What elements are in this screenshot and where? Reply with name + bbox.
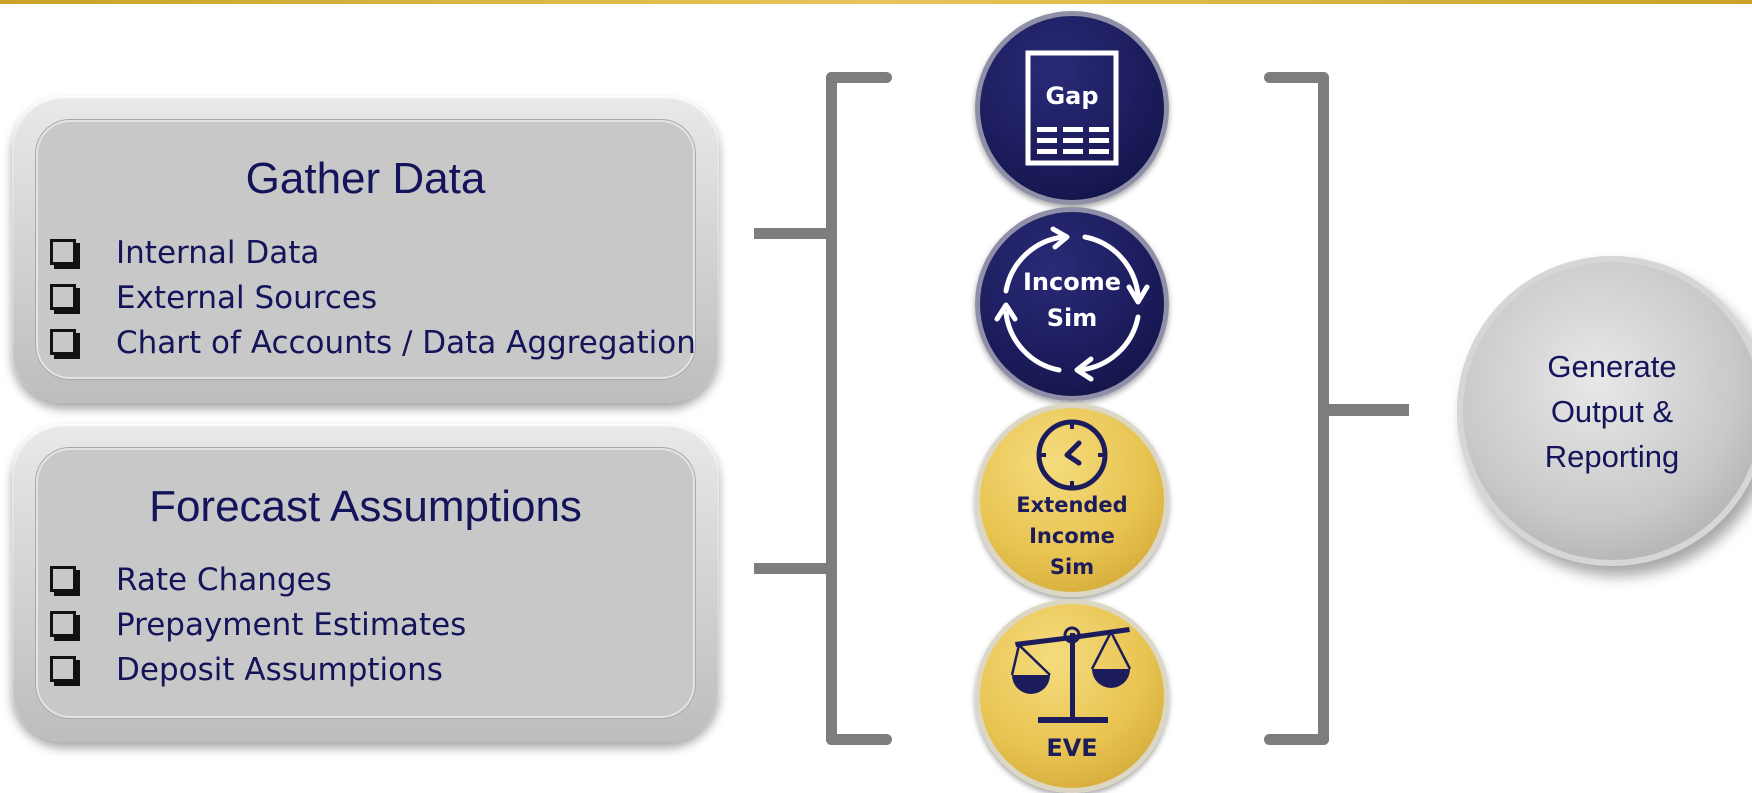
checkbox-icon: [50, 610, 76, 637]
gap-label: Gap: [1045, 82, 1099, 110]
forecast-assumptions-title: Forecast Assumptions: [149, 482, 582, 531]
checkbox-icon: [50, 283, 76, 310]
forecast-assumptions-list: Rate Changes Prepayment Estimates Deposi…: [50, 558, 466, 693]
list-item-label: External Sources: [116, 280, 378, 316]
list-item-label: Chart of Accounts / Data Aggregation: [116, 325, 696, 361]
list-item: Chart of Accounts / Data Aggregation: [50, 321, 696, 366]
top-accent-bar: [0, 0, 1752, 4]
forecast-connector: [754, 563, 829, 574]
output-label-line: Reporting: [1544, 439, 1680, 474]
eve-label: EVE: [1046, 734, 1098, 762]
generate-output-label: Generate Output & Reporting: [1457, 344, 1752, 479]
output-label-line: Generate: [1547, 349, 1677, 384]
checkbox-icon: [50, 328, 76, 355]
gap-circle: Gap: [975, 11, 1169, 205]
left-bracket-top: [826, 72, 892, 83]
right-bracket-spine: [1318, 72, 1329, 745]
checkbox-icon: [50, 565, 76, 592]
list-item-label: Deposit Assumptions: [116, 652, 443, 688]
extended-label-line: Income: [1029, 524, 1115, 548]
extended-income-sim-circle: Extended Income Sim: [975, 403, 1169, 597]
gather-connector: [754, 228, 829, 239]
list-item: Internal Data: [50, 231, 696, 276]
right-bracket-top: [1264, 72, 1329, 83]
list-item-label: Prepayment Estimates: [116, 607, 467, 643]
extended-label-line: Sim: [1049, 555, 1095, 579]
list-item: Prepayment Estimates: [50, 603, 466, 648]
output-connector: [1329, 404, 1409, 416]
list-item: Rate Changes: [50, 558, 466, 603]
extended-label-line: Extended: [1016, 493, 1128, 517]
gather-data-list: Internal Data External Sources Chart of …: [50, 231, 696, 366]
cycle-arrows-icon: [994, 226, 1150, 382]
gather-data-title: Gather Data: [245, 154, 486, 203]
income-sim-label-line: Income: [1022, 268, 1121, 296]
clock-icon: [1036, 419, 1108, 491]
forecast-assumptions-panel-inner: [36, 448, 695, 718]
right-bracket-bottom: [1264, 734, 1329, 745]
income-sim-label-line: Sim: [1046, 304, 1098, 332]
income-sim-circle: Income Sim: [975, 207, 1169, 401]
balance-scale-icon: [1010, 626, 1132, 723]
generate-output-circle: Generate Output & Reporting: [1457, 256, 1752, 566]
gather-data-panel-inner: [36, 120, 695, 379]
gather-data-panel: Gather Data Internal Data External Sourc…: [12, 96, 719, 403]
list-item-label: Rate Changes: [116, 562, 332, 598]
checkbox-icon: [50, 655, 76, 682]
left-bracket-spine: [826, 72, 837, 745]
extended-income-sim-label: Extended Income Sim: [980, 490, 1164, 583]
left-bracket-bottom: [826, 734, 892, 745]
forecast-assumptions-panel: Forecast Assumptions Rate Changes Prepay…: [12, 424, 719, 742]
eve-circle: EVE: [975, 599, 1169, 793]
output-label-line: Output &: [1550, 394, 1674, 429]
list-item-label: Internal Data: [116, 235, 320, 271]
income-sim-label: Income Sim: [980, 264, 1164, 336]
checkbox-icon: [50, 238, 76, 265]
list-item: External Sources: [50, 276, 696, 321]
gap-report-icon: [1025, 50, 1119, 166]
list-item: Deposit Assumptions: [50, 648, 466, 693]
